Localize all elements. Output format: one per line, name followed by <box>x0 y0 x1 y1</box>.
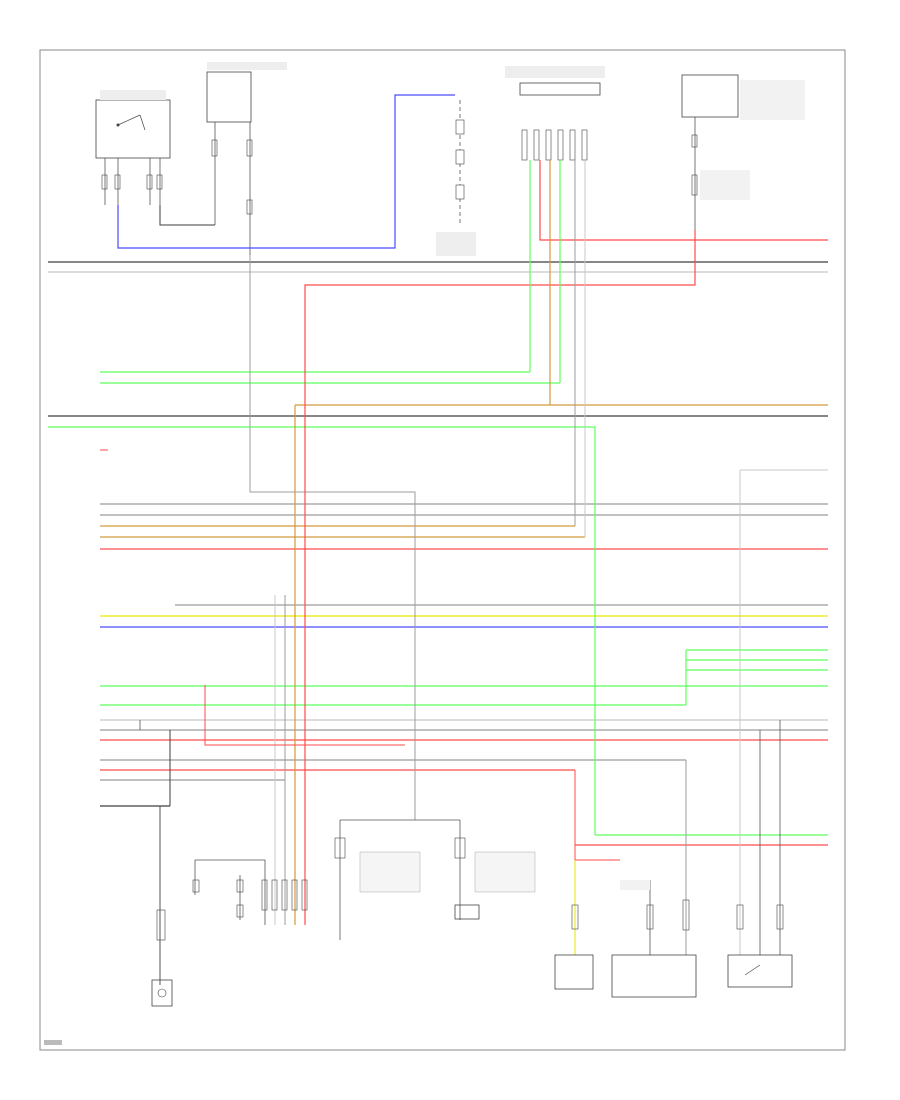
pressure-switch <box>192 879 244 918</box>
fuse-center <box>436 100 476 256</box>
starter <box>554 904 594 990</box>
relay-top-right <box>681 74 805 230</box>
module-left <box>334 837 421 893</box>
left-ground-connector <box>151 909 173 1007</box>
bus-lines <box>48 261 828 846</box>
vertical-wires <box>100 94 828 985</box>
corner-marker <box>44 1040 62 1045</box>
left-switch-assembly <box>95 90 171 205</box>
connector-top-center <box>505 66 605 161</box>
transmission-connector-group <box>261 879 308 911</box>
diagram-border <box>39 49 846 1051</box>
relay-box-top <box>206 62 287 255</box>
module-right <box>454 837 536 920</box>
right-relay <box>727 904 793 988</box>
control-unit <box>611 880 697 998</box>
connector-pins-left <box>101 174 163 190</box>
